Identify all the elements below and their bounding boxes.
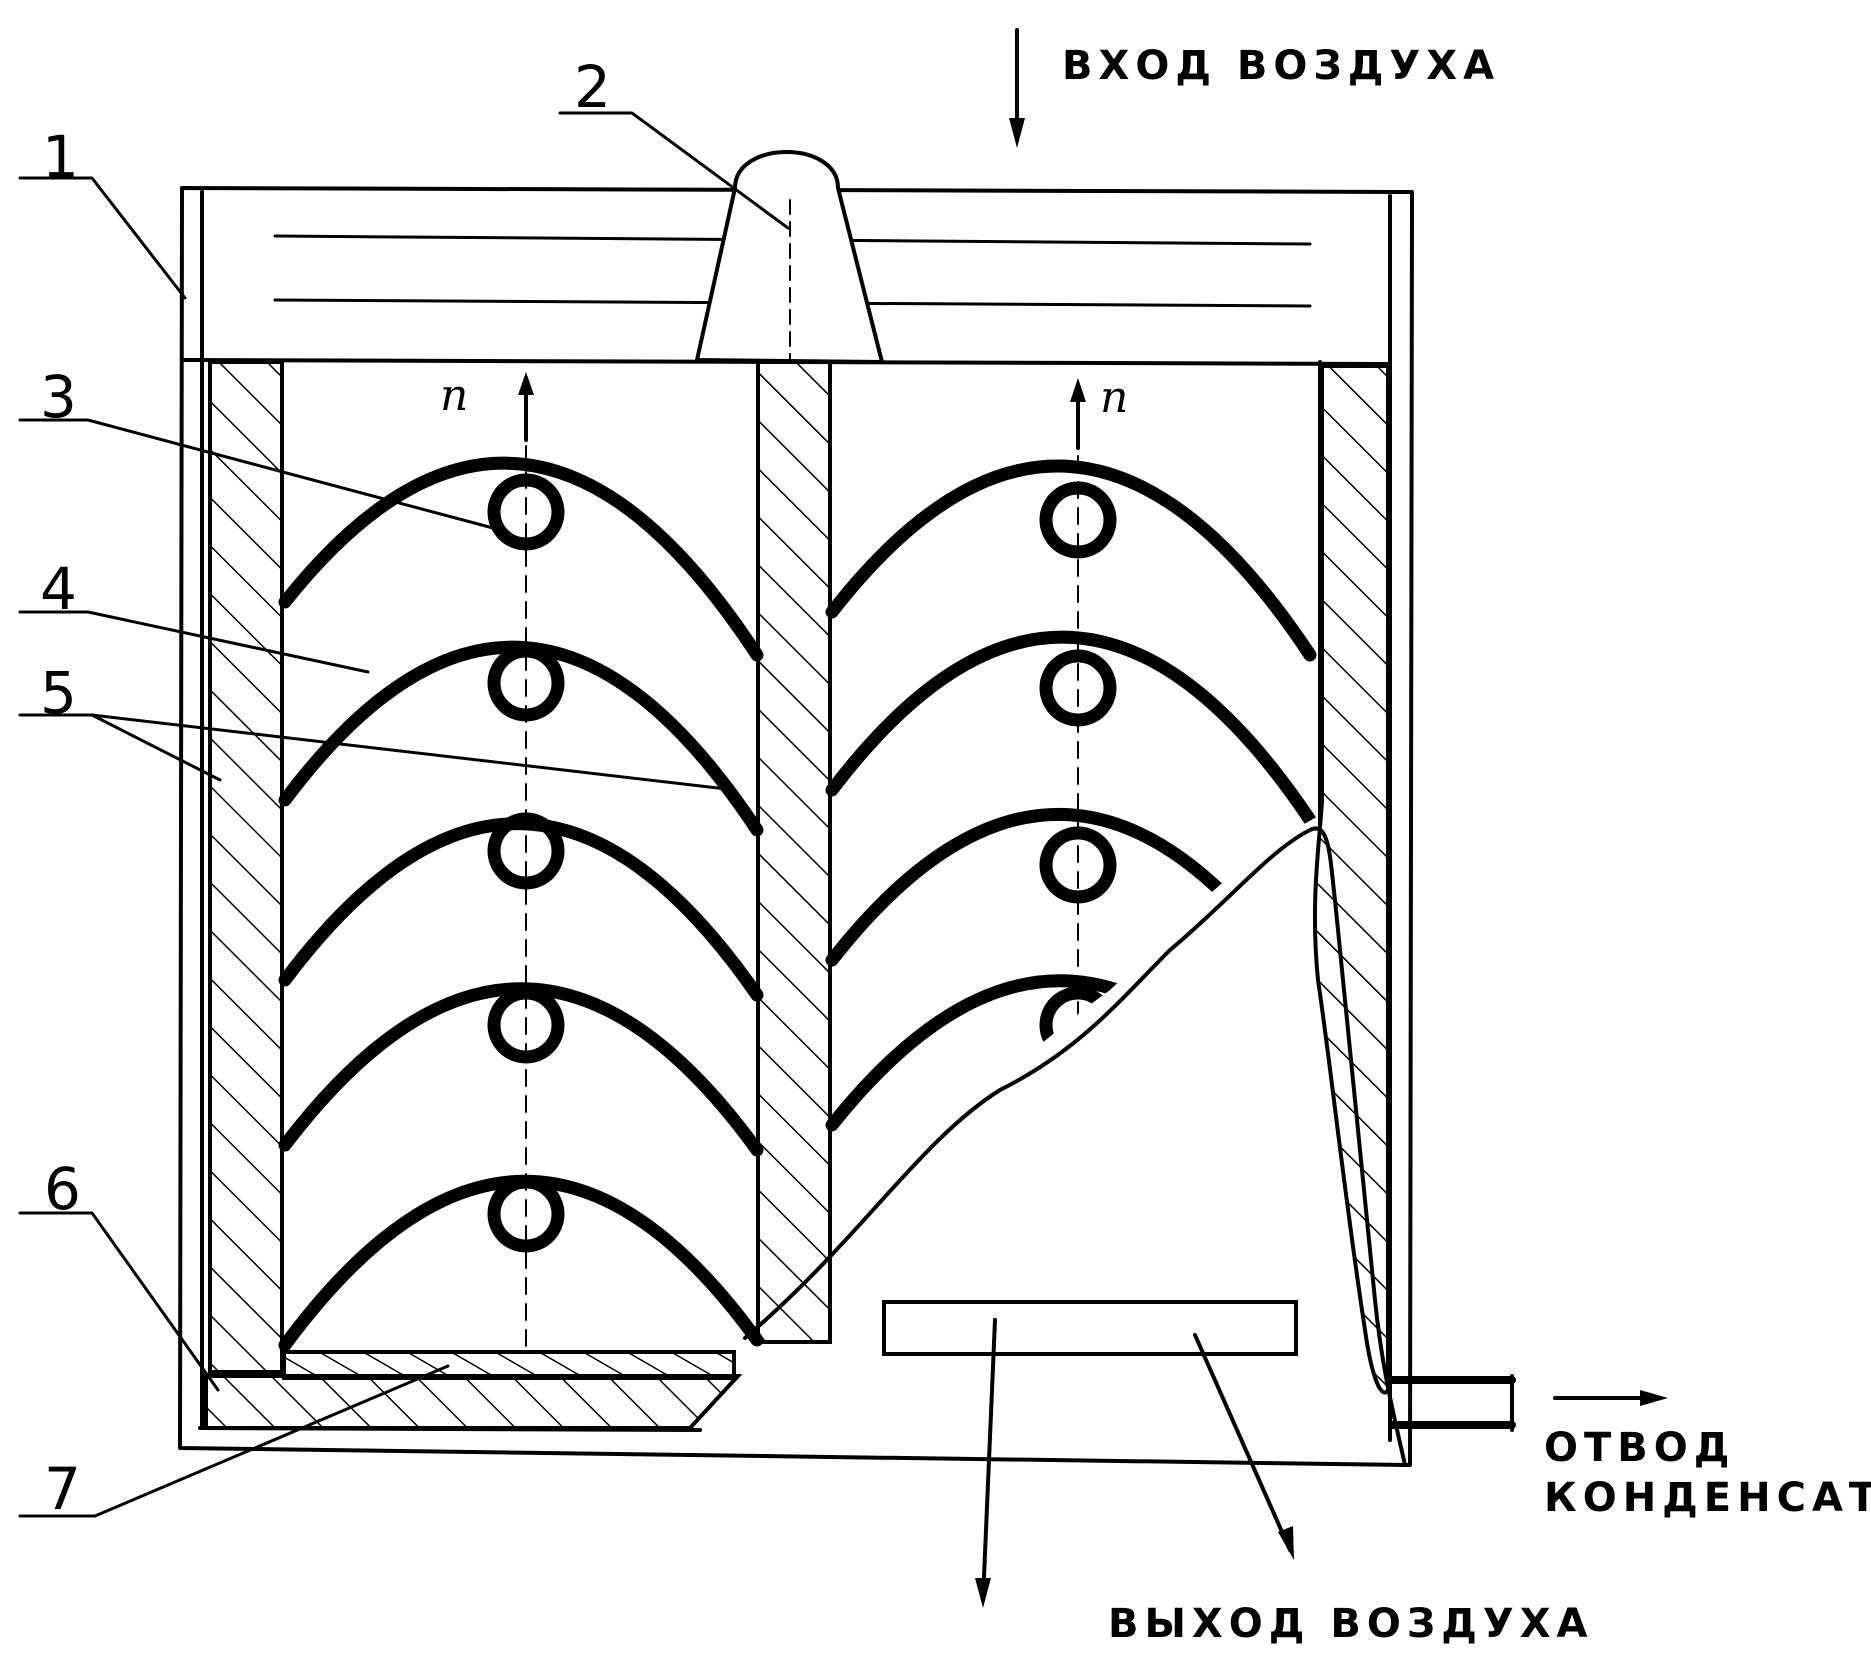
right-plate-1	[832, 466, 1310, 655]
callout-7: 7	[44, 1460, 81, 1518]
left-column-plates	[282, 362, 757, 1350]
leader-lines	[20, 113, 788, 1516]
outlet-label: ВЫХОД ВОЗДУХА	[1108, 1604, 1594, 1644]
insulation-center-wall	[758, 362, 830, 1342]
left-plate-3	[285, 819, 757, 995]
drain-label-line2: КОНДЕНСАТА	[1544, 1478, 1871, 1518]
right-column-plates	[745, 362, 1405, 1465]
outlet-arrow-left	[975, 1320, 995, 1608]
right-plate-4	[832, 981, 1310, 1160]
right-plate-2	[832, 637, 1310, 820]
condensate-tray	[284, 1352, 734, 1378]
callout-3: 3	[40, 368, 77, 426]
inlet-label: ВХОД ВОЗДУХА	[1062, 46, 1500, 86]
inlet-arrow	[1009, 30, 1025, 148]
callout-4: 4	[40, 560, 77, 618]
insulation-right-wall	[1315, 366, 1388, 1393]
left-plate-5	[285, 1181, 757, 1345]
callout-6: 6	[44, 1160, 81, 1218]
right-plate-3	[832, 814, 1310, 1000]
insulation-left-wall	[210, 362, 282, 1372]
left-plate-4	[285, 989, 757, 1150]
drain-arrow	[1555, 1390, 1668, 1406]
base-plate	[206, 1376, 738, 1428]
normal-label-left: n	[440, 374, 468, 418]
callout-1: 1	[42, 128, 79, 186]
normal-label-right: n	[1100, 376, 1128, 420]
left-plate-2	[285, 647, 757, 830]
air-outlet-window	[884, 1302, 1296, 1354]
outlet-arrow-right	[1195, 1335, 1294, 1560]
drain-label-line1: ОТВОД	[1544, 1428, 1735, 1468]
callout-5: 5	[40, 664, 77, 722]
callout-2: 2	[574, 58, 611, 116]
inlet-nozzle	[697, 152, 882, 362]
